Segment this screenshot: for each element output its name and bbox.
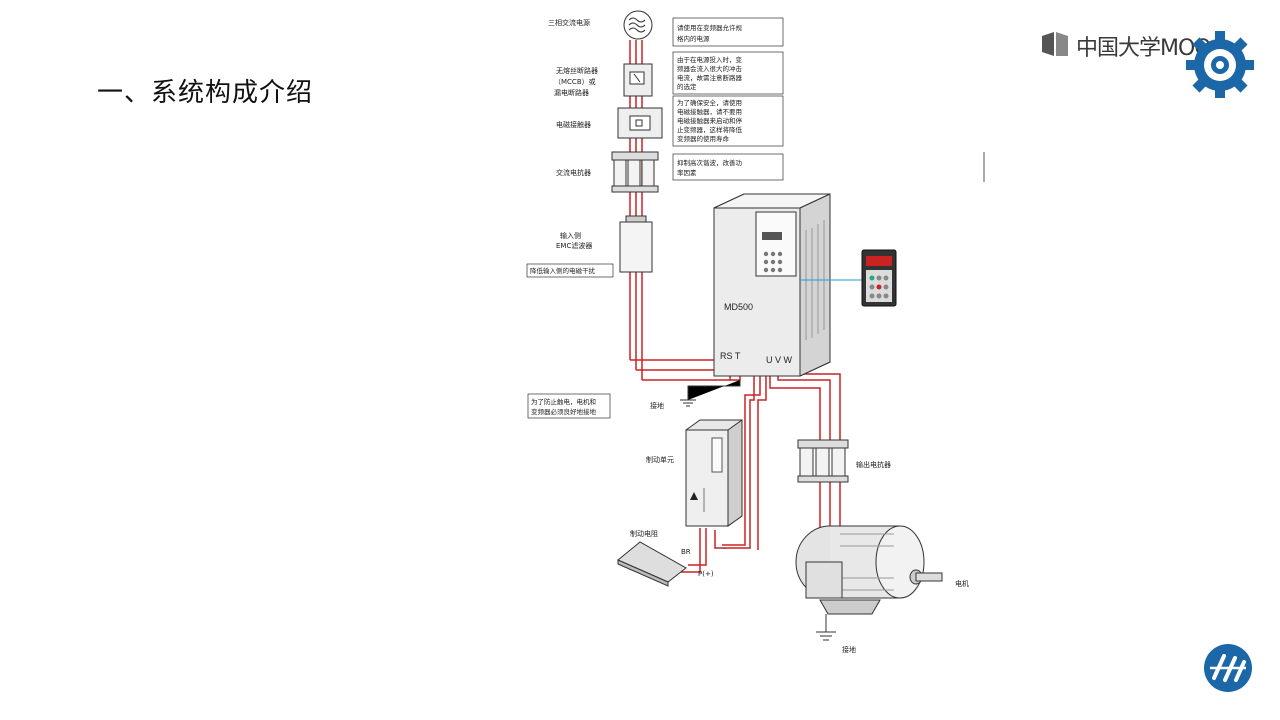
label-inverter-model: MD500	[724, 302, 753, 312]
label-terminals-out: U V W	[766, 355, 793, 365]
label-p: P(+)	[698, 570, 714, 578]
slide-title: 一、系统构成介绍	[97, 78, 314, 108]
brake-resistor-device	[617, 541, 687, 587]
note-reactor-1: 抑制高次谐波，改善功	[677, 158, 743, 167]
ground-top-icon	[680, 380, 741, 407]
note-contactor-4: 止变频器，这样将降低	[677, 125, 743, 134]
label-output-reactor: 输出电抗器	[856, 460, 891, 469]
note-contactor-2: 电磁接触器，请不要用	[677, 107, 742, 116]
brake-unit-device	[685, 419, 743, 527]
gear-logo-icon	[1186, 31, 1254, 98]
note-breaker-box	[672, 51, 784, 95]
note-reactor-2: 率因素	[677, 168, 697, 177]
label-emc-2: EMC滤波器	[556, 241, 592, 250]
keypad-device	[861, 249, 897, 307]
note-emc-box	[526, 263, 614, 278]
label-breaker-3: 漏电断路器	[554, 88, 589, 97]
note-contactor-3: 电磁接触器来启动和停	[677, 116, 743, 125]
note-breaker-2: 频器会流入很大的冲击	[677, 64, 743, 73]
label-power: 三相交流电源	[548, 18, 590, 27]
label-brake-resistor: 制动电阻	[630, 529, 658, 538]
label-ac-reactor: 交流电抗器	[556, 168, 591, 177]
breaker-device	[623, 63, 653, 97]
note-contactor-box	[672, 95, 784, 147]
contactor-device	[617, 107, 663, 139]
label-breaker-2: （MCCB）或	[554, 77, 596, 86]
label-ground-bottom: 接地	[842, 645, 856, 654]
note-breaker-1: 由于在电源投入时，变	[677, 55, 743, 64]
output-reactor-device	[797, 439, 849, 483]
note-breaker-3: 电流，故需注意断路器	[677, 73, 743, 82]
inverter-device	[713, 193, 831, 377]
note-power-1: 请使用在变频器允许规	[677, 23, 743, 32]
label-terminals-in: RS T	[720, 351, 741, 361]
university-logo-icon	[1204, 644, 1252, 692]
note-power-2: 格内的电源	[677, 34, 710, 43]
label-breaker-1: 无熔丝断路器	[556, 66, 598, 75]
label-minus: –	[723, 544, 727, 552]
note-contactor-1: 为了确保安全，请使用	[677, 98, 742, 107]
ground-bottom-icon	[816, 614, 836, 641]
note-reactor-box	[672, 153, 784, 181]
note-ground-2: 变频器必须良好地接地	[531, 407, 597, 416]
note-power-box	[672, 17, 784, 47]
note-breaker-4: 的选定	[677, 82, 697, 91]
note-emc: 降低输入侧的电磁干扰	[530, 266, 596, 275]
label-ground-top: 接地	[650, 401, 664, 410]
mooc-book-icon	[1042, 32, 1068, 56]
motor-device	[795, 525, 943, 615]
label-emc-1: 输入侧	[560, 231, 581, 240]
label-br: BR	[681, 548, 691, 556]
ac-reactor-device	[611, 151, 659, 193]
label-brake-unit: 制动单元	[646, 455, 674, 464]
note-ground-1: 为了防止触电，电机和	[531, 397, 596, 406]
label-motor: 电机	[955, 579, 969, 588]
label-contactor: 电磁接触器	[556, 120, 591, 129]
note-contactor-5: 变频器的使用寿命	[677, 134, 730, 143]
note-ground-box	[527, 393, 611, 419]
emc-filter-device	[619, 215, 653, 273]
mooc-brand: 中国大学MOOC	[1040, 28, 1270, 98]
ac-power-source	[623, 10, 653, 40]
